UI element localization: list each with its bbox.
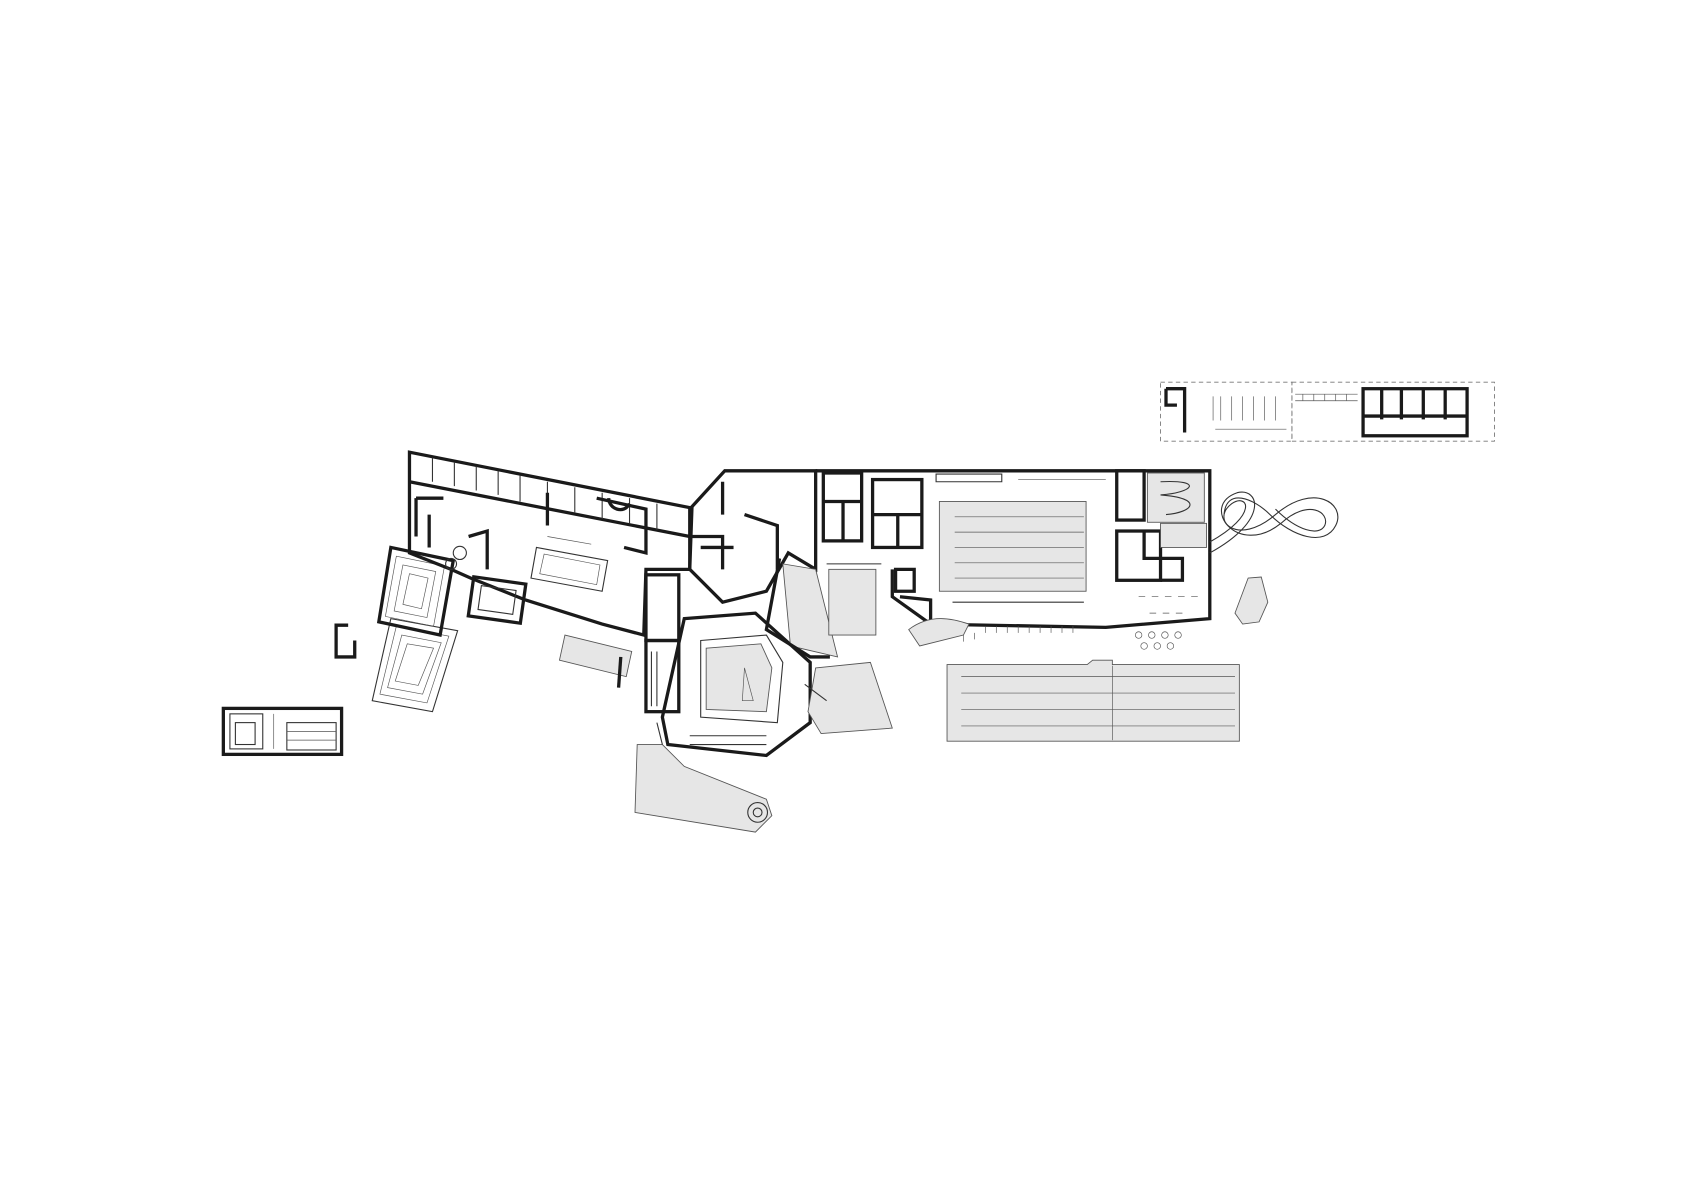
rock-island	[1234, 576, 1269, 625]
outdoor-lap-pool	[946, 659, 1240, 742]
slide	[1209, 491, 1339, 554]
left-wing	[407, 450, 694, 688]
central-section	[634, 469, 893, 833]
main-building	[815, 469, 1212, 650]
stepped-pool-indoor	[376, 545, 456, 637]
stepped-pool-outdoor	[371, 617, 459, 713]
small-bracket-structure	[334, 623, 357, 659]
seating	[963, 596, 1198, 650]
outbuilding	[221, 706, 344, 757]
annex	[1160, 381, 1495, 442]
indoor-lap-pool	[938, 501, 1087, 592]
